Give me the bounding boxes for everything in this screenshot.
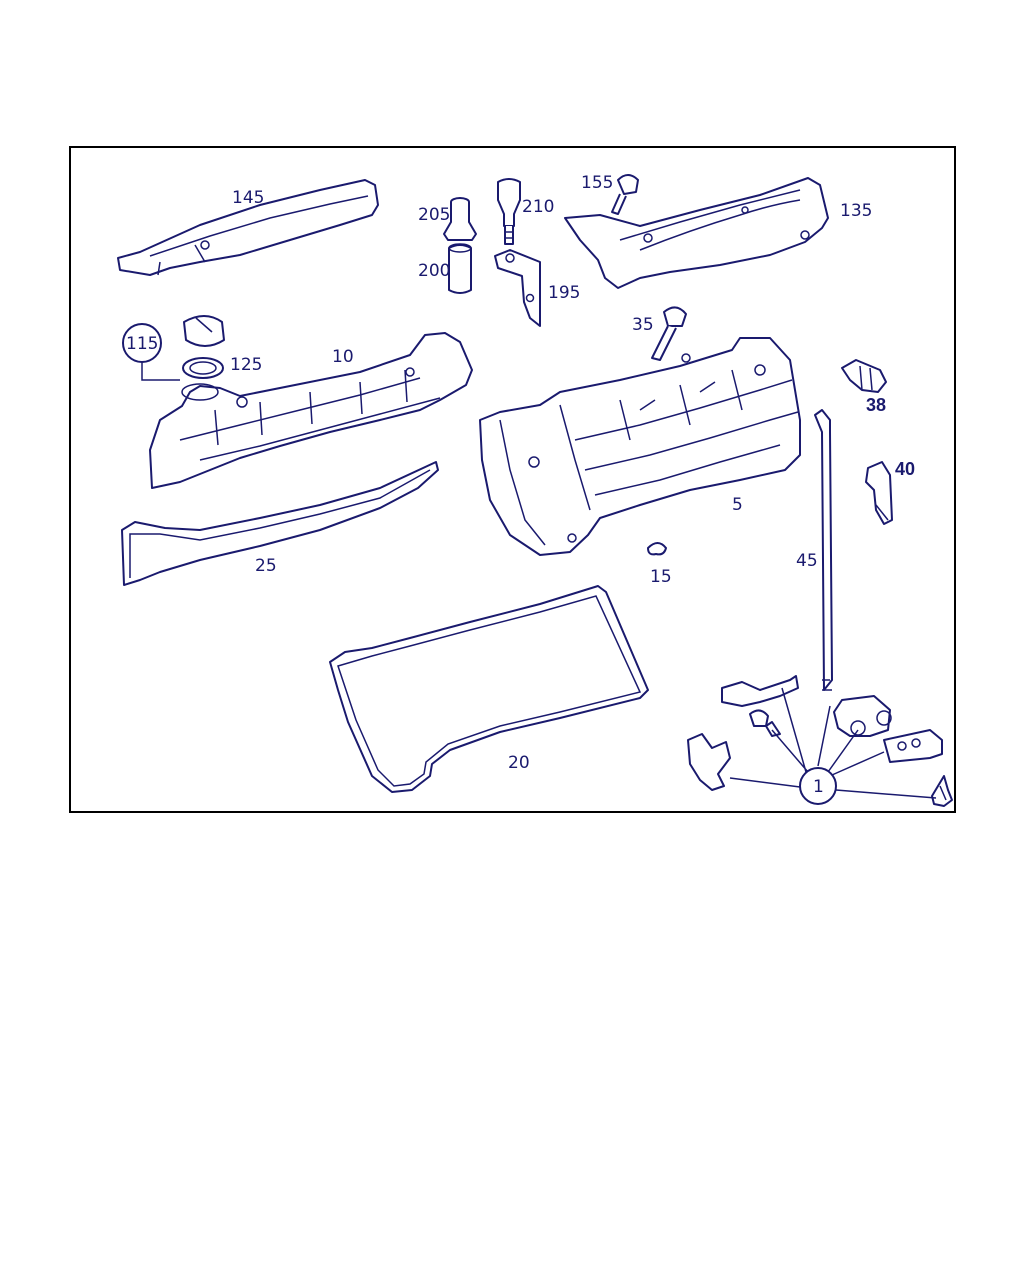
part-205-grommet bbox=[443, 197, 477, 241]
part-20-gasket bbox=[329, 585, 649, 793]
label-45: 45 bbox=[796, 551, 818, 571]
part-35-bolt bbox=[651, 306, 687, 361]
part-25-gasket bbox=[121, 461, 439, 586]
part-200-sleeve bbox=[448, 243, 472, 294]
part-195-bracket bbox=[494, 249, 541, 327]
part-15-seal bbox=[647, 542, 667, 556]
part-155-bolt bbox=[611, 174, 639, 215]
label-20: 20 bbox=[508, 753, 530, 773]
part-115-oil-cap bbox=[183, 315, 225, 347]
part-5-cylinder-head-cover bbox=[479, 337, 801, 556]
part-10-cylinder-head-cover bbox=[149, 332, 473, 489]
part-45-vent-tube bbox=[814, 409, 833, 691]
callout-115 bbox=[122, 323, 180, 381]
label-38: 38 bbox=[866, 395, 886, 415]
label-145: 145 bbox=[232, 188, 264, 208]
label-135: 135 bbox=[840, 201, 872, 221]
label-195: 195 bbox=[548, 283, 580, 303]
label-125: 125 bbox=[230, 355, 262, 375]
label-210: 210 bbox=[522, 197, 554, 217]
part-1-kit bbox=[687, 675, 953, 807]
label-1: 1 bbox=[813, 777, 824, 797]
part-125-seal-ring bbox=[182, 357, 224, 379]
label-205: 205 bbox=[418, 205, 450, 225]
part-40-bracket bbox=[865, 461, 893, 525]
part-145-cover bbox=[117, 179, 379, 276]
part-38-clip bbox=[841, 359, 887, 393]
label-10: 10 bbox=[332, 347, 354, 367]
diagram-frame bbox=[69, 146, 956, 813]
label-15: 15 bbox=[650, 567, 672, 587]
label-5: 5 bbox=[732, 495, 743, 515]
label-25: 25 bbox=[255, 556, 277, 576]
label-115: 115 bbox=[126, 334, 158, 354]
part-210-bolt bbox=[497, 178, 521, 245]
callout-1 bbox=[729, 687, 937, 805]
label-155: 155 bbox=[581, 173, 613, 193]
label-40: 40 bbox=[895, 459, 915, 479]
label-200: 200 bbox=[418, 261, 450, 281]
label-35: 35 bbox=[632, 315, 654, 335]
part-135-cover bbox=[564, 177, 829, 289]
